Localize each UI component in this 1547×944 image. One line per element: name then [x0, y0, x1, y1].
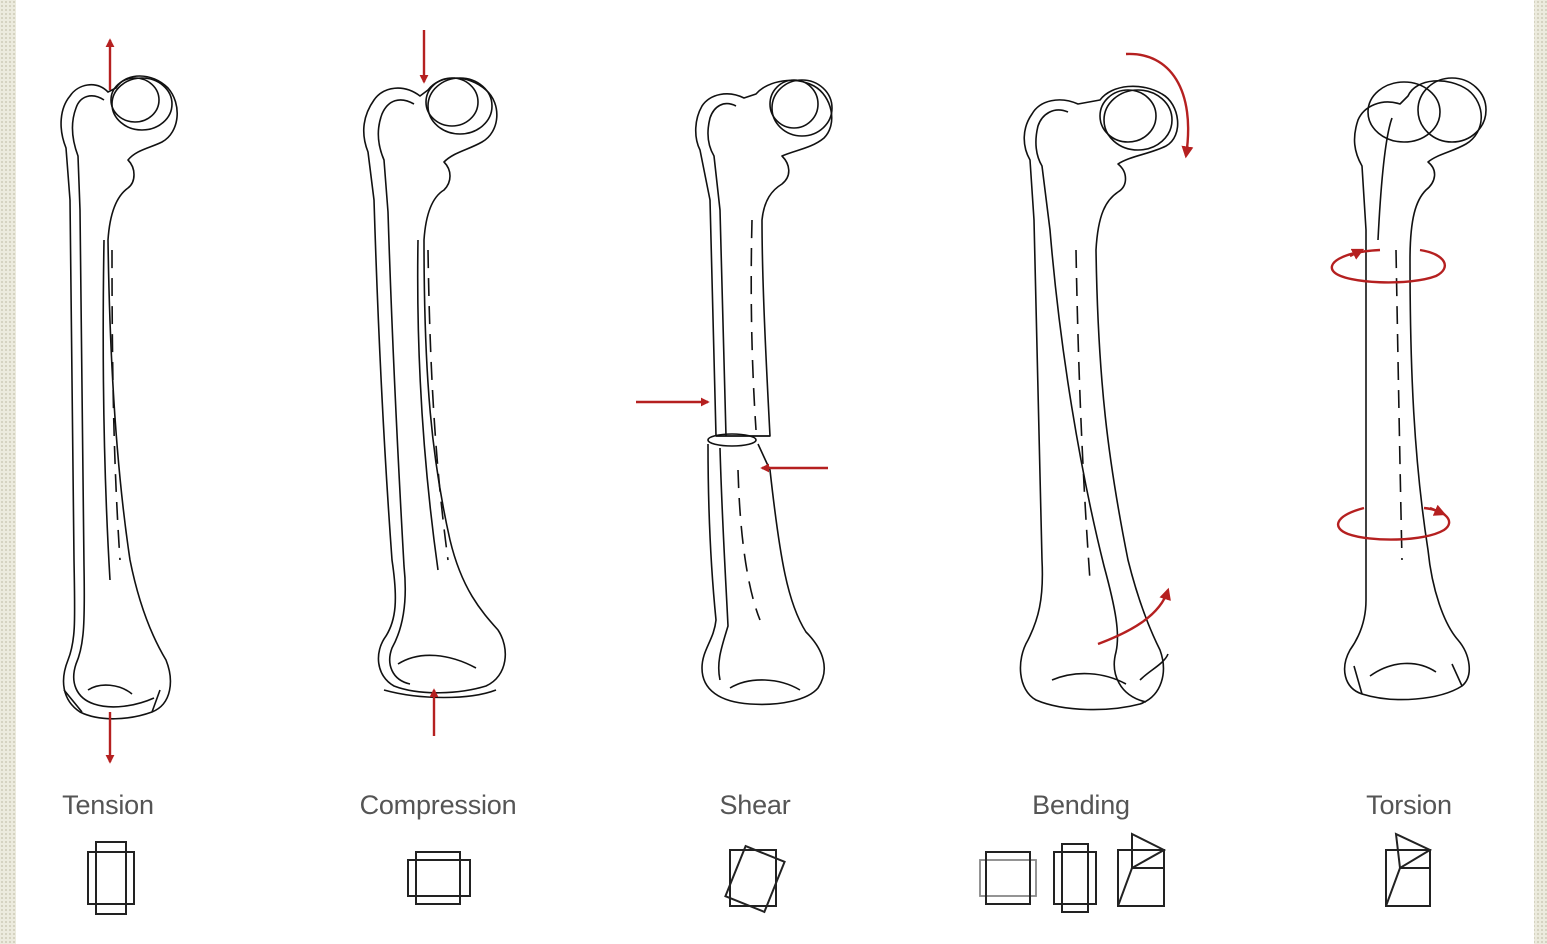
- torsion-panel: [1332, 78, 1486, 906]
- bending-label: Bending: [951, 790, 1211, 821]
- shear-panel: [636, 80, 832, 912]
- bending-arrow-bottom: [1098, 590, 1168, 644]
- tension-femur: [61, 76, 177, 719]
- torsion-femur: [1345, 78, 1486, 700]
- bending-element-left-icon: [980, 860, 1036, 896]
- bending-panel: [980, 54, 1188, 912]
- bending-femur: [1020, 86, 1177, 709]
- shear-femur: [696, 80, 832, 704]
- torsion-label: Torsion: [1279, 790, 1539, 821]
- tension-label: Tension: [0, 790, 238, 821]
- bending-element-right-icon: [1118, 850, 1164, 906]
- shear-label: Shear: [625, 790, 885, 821]
- compression-panel: [364, 30, 506, 904]
- torsion-arrow-lower: [1338, 508, 1449, 540]
- tension-stress-element-icon: [88, 842, 134, 914]
- torsion-arrowhead-lower: [1430, 508, 1444, 514]
- compression-femur: [364, 78, 506, 698]
- shear-stress-element-icon: [725, 846, 784, 912]
- tension-panel: [61, 40, 177, 914]
- compression-label: Compression: [308, 790, 568, 821]
- compression-stress-element-icon: [408, 852, 470, 904]
- bending-element-center-icon: [1062, 844, 1088, 912]
- bending-stress-element-icons: [980, 834, 1164, 912]
- torsion-stress-element-icon: [1386, 834, 1430, 906]
- torsion-arrow-upper: [1332, 250, 1445, 282]
